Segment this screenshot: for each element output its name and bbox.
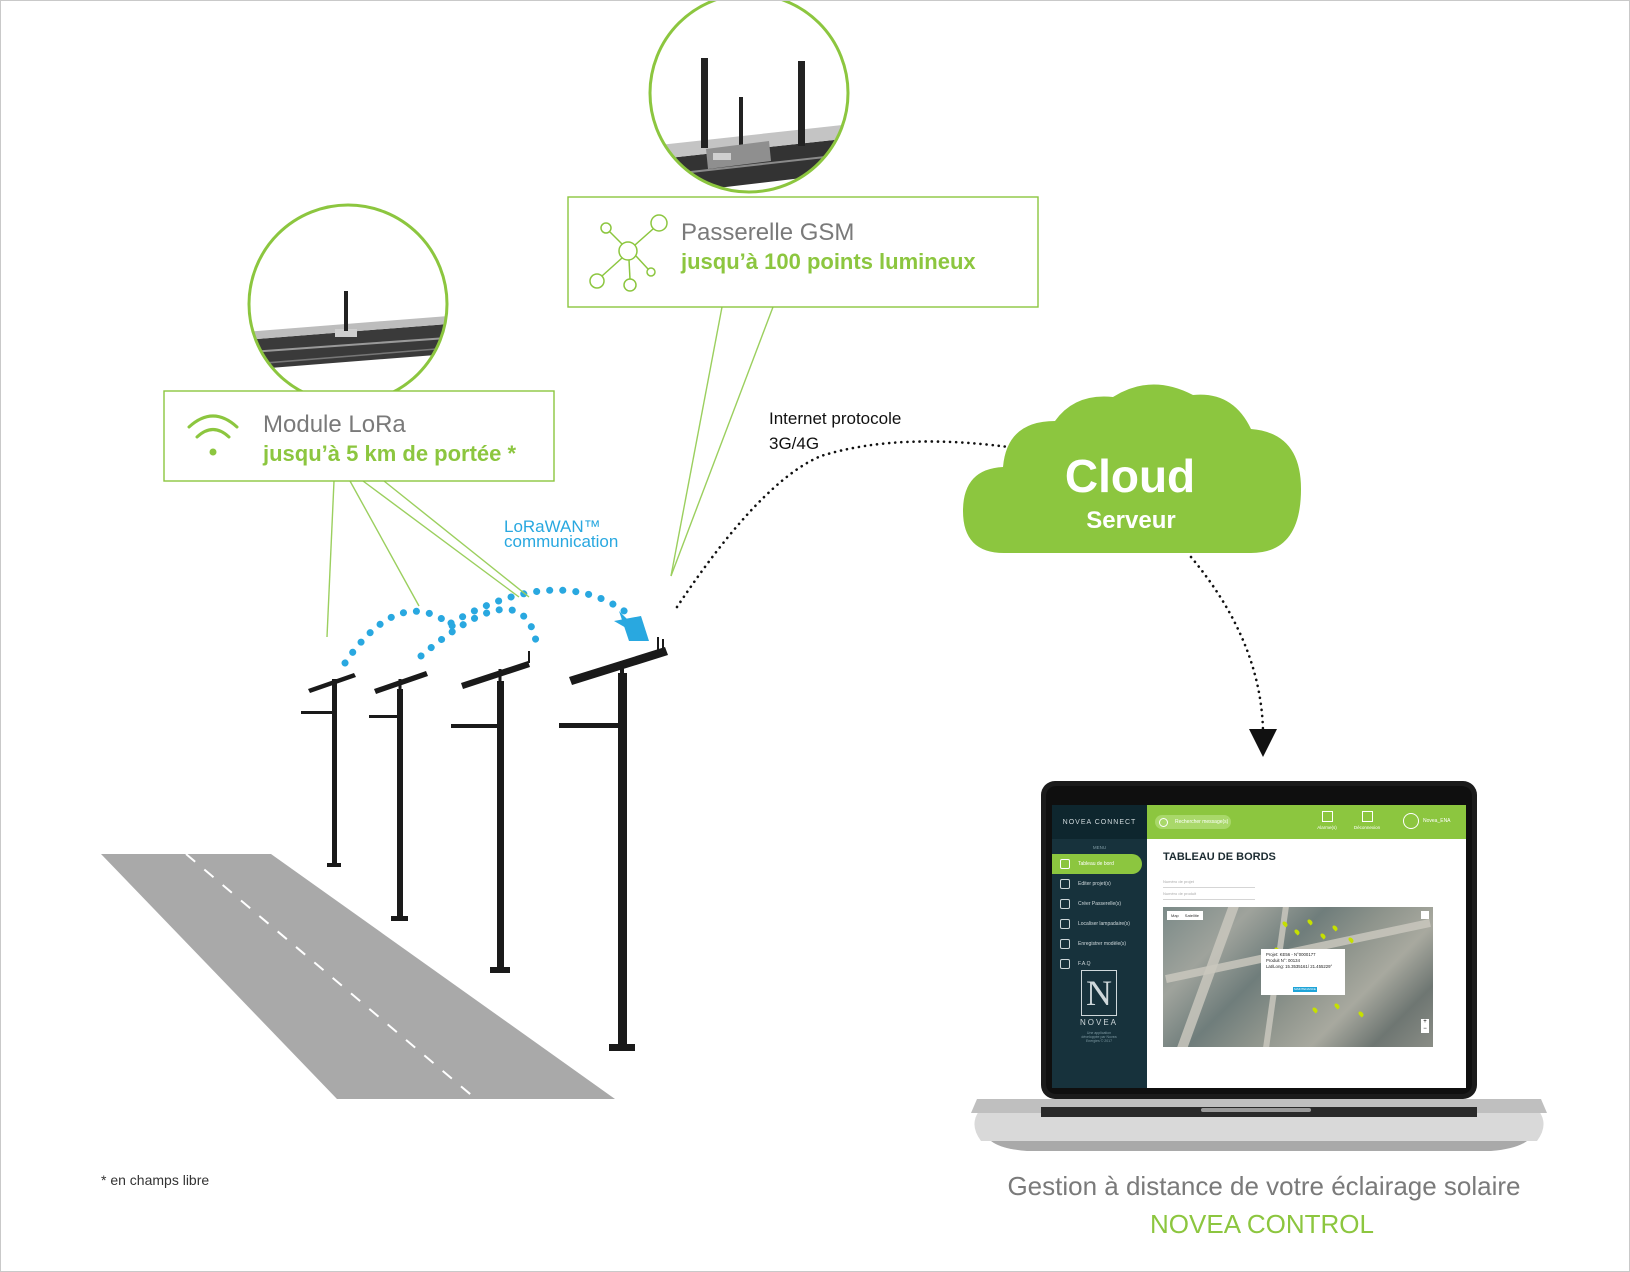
lamp-pin[interactable]	[1311, 1006, 1319, 1014]
cloud-to-laptop-link	[1189, 555, 1265, 733]
menu-item-locate-lamps[interactable]: Localiser lampadaire(s)	[1052, 914, 1147, 934]
internet-label-line1: Internet protocole	[769, 409, 901, 428]
menu-item-faq[interactable]: F.A.Q	[1052, 954, 1147, 974]
app-sidebar: NOVEA CONNECT MENU Tableau de bord Edite…	[1052, 805, 1147, 1088]
cloud-to-laptop-arrowhead	[1249, 729, 1277, 757]
lorawan-arc-1	[341, 607, 460, 667]
novea-logo-mark: N	[1081, 970, 1117, 1016]
menu-item-edit-projects[interactable]: Editer projet(s)	[1052, 874, 1147, 894]
gsm-callout: Passerelle GSM jusqu’à 100 points lumine…	[567, 196, 1039, 308]
street-light-4	[559, 637, 668, 1051]
lamp-pin[interactable]	[1306, 918, 1314, 926]
alarms-button[interactable]: Alarme(s)	[1307, 811, 1347, 830]
lorawan-arc-3	[447, 586, 635, 627]
menu-item-create-gateways[interactable]: Créer Passerelle(s)	[1052, 894, 1147, 914]
network-icon	[1060, 899, 1070, 909]
wifi-icon	[187, 414, 239, 456]
novea-logo: N NOVEA Une application développée par N…	[1080, 970, 1118, 1043]
popup-latlong: Lat/Long: 15.3535161/ 21.455229°	[1266, 964, 1333, 969]
help-icon	[1060, 959, 1070, 969]
cloud-title: Cloud	[1065, 450, 1195, 502]
gsm-callout-title: Passerelle GSM	[681, 219, 854, 246]
street-light-2	[369, 671, 428, 921]
network-nodes-icon	[589, 214, 668, 292]
tab-map[interactable]: Map	[1171, 913, 1179, 918]
lora-zoom-circle	[247, 203, 449, 405]
satellite-map[interactable]: Map Satellite Projet: KE56 - N°0000177 Pr…	[1163, 907, 1433, 1047]
lorawan-arcs	[341, 586, 635, 667]
caption-line1: Gestion à distance de votre éclairage so…	[1007, 1171, 1520, 1201]
lamp-pin[interactable]	[1331, 924, 1339, 932]
app-brand: NOVEA CONNECT	[1052, 805, 1147, 839]
avatar	[1403, 813, 1419, 829]
lamp-pin[interactable]	[1333, 1002, 1341, 1010]
lorawan-arc-2	[417, 605, 540, 660]
app-topbar: Rechercher message(s) Alarme(s) Déconnex…	[1147, 805, 1466, 839]
search-input[interactable]: Rechercher message(s)	[1155, 815, 1231, 829]
lamp-pin[interactable]	[1357, 1010, 1365, 1018]
user-menu[interactable]: Novea_ENA	[1403, 813, 1451, 829]
cloud-shape	[963, 384, 1301, 553]
product-number-field[interactable]: Numéro de produit	[1163, 891, 1255, 900]
menu-item-dashboard[interactable]: Tableau de bord	[1052, 854, 1142, 874]
footnote: * en champs libre	[101, 1172, 209, 1188]
alarm-icon	[1321, 811, 1333, 822]
lamp-pin[interactable]	[1293, 928, 1301, 936]
internet-label-line2: 3G/4G	[769, 434, 819, 453]
grid-icon	[1060, 879, 1070, 889]
location-pin-icon	[1060, 919, 1070, 929]
gauge-icon	[1060, 859, 1070, 869]
lamp-info-popup: Projet: KE56 - N°0000177 Produit N°: 001…	[1261, 949, 1345, 995]
popup-project: Projet: KE56 - N°0000177	[1266, 952, 1316, 957]
cloud-server: Cloud Serveur	[963, 384, 1301, 553]
lamp-pin[interactable]	[1319, 932, 1327, 940]
road	[101, 853, 615, 1100]
app-main: TABLEAU DE BORDS Numéro de projet Numéro…	[1147, 839, 1466, 1088]
lora-callout: Module LoRa jusqu’à 5 km de portée *	[163, 390, 555, 482]
laptop-screen: NOVEA CONNECT MENU Tableau de bord Edite…	[1052, 805, 1466, 1088]
logout-button[interactable]: Déconnexion	[1347, 811, 1387, 830]
cloud-subtitle: Serveur	[1086, 507, 1175, 534]
logout-icon	[1361, 811, 1373, 822]
gsm-zoom-circle	[648, 1, 850, 194]
lora-callout-subtitle: jusqu’à 5 km de portée *	[262, 441, 517, 466]
menu-item-save-models[interactable]: Enregistrer modèle(s)	[1052, 934, 1147, 954]
page-title: TABLEAU DE BORDS	[1163, 851, 1276, 863]
lora-pointer-lines	[326, 480, 530, 638]
fullscreen-icon[interactable]	[1421, 911, 1429, 919]
novea-logo-name: NOVEA	[1080, 1018, 1119, 1027]
road-centerline	[185, 853, 477, 1100]
road-surface	[101, 854, 615, 1099]
street-light-3	[451, 651, 530, 973]
search-icon	[1159, 818, 1168, 827]
save-icon	[1060, 939, 1070, 949]
tab-satellite[interactable]: Satellite	[1184, 913, 1200, 918]
gsm-callout-subtitle: jusqu’à 100 points lumineux	[680, 249, 976, 274]
zoom-control[interactable]: +−	[1421, 1019, 1429, 1033]
project-number-field[interactable]: Numéro de projet	[1163, 879, 1255, 888]
popup-product: Produit N°: 00134	[1266, 958, 1300, 963]
lorawan-label-line1: LoRaWAN™	[504, 517, 601, 536]
app-menu-head: MENU	[1092, 845, 1107, 850]
lora-callout-title: Module LoRa	[263, 411, 406, 438]
gsm-pointer-lines	[670, 306, 774, 577]
app-copyright: Une application développée par Novea Ene…	[1081, 1031, 1117, 1043]
maintenance-button[interactable]: MAINTENANCE	[1293, 987, 1317, 992]
map-type-tabs[interactable]: Map Satellite	[1167, 911, 1204, 920]
caption-line2: NOVEA CONTROL	[1150, 1209, 1374, 1239]
street-light-1	[301, 673, 356, 867]
internet-link	[675, 440, 1025, 609]
lorawan-label-line2: communication	[504, 532, 618, 551]
app-menu: MENU Tableau de bord Editer projet(s) Cr…	[1052, 845, 1147, 974]
